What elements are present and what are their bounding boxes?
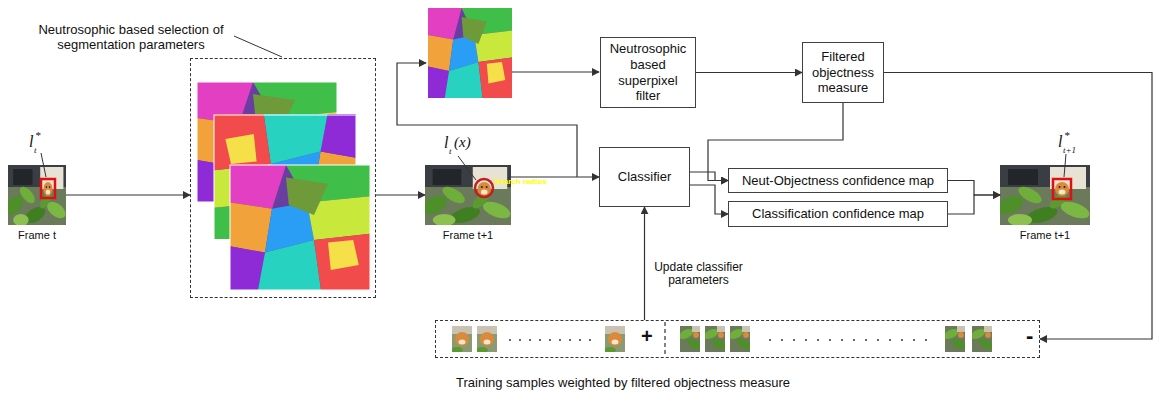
segmentation-image	[428, 8, 512, 98]
math-symbol: t+1	[1063, 145, 1076, 155]
math-symbol: l	[29, 133, 33, 151]
video-frame	[994, 165, 1092, 226]
flow-arrow	[696, 72, 802, 73]
process-box: Classification confidence map	[728, 201, 948, 227]
caption: Frame t	[0, 229, 86, 241]
sign-label: +	[641, 325, 653, 348]
box-label: Classifier	[614, 169, 675, 185]
sample-thumbnails	[451, 322, 995, 357]
branch-line	[397, 63, 577, 177]
flow-arrow	[948, 181, 1000, 196]
math-symbol: *	[1064, 129, 1070, 141]
overlay-text: Search radius	[494, 177, 547, 186]
math-symbol: t	[449, 146, 452, 156]
caption: Frame t+1	[405, 229, 531, 241]
flow-arrow	[512, 71, 599, 72]
search-circle	[475, 179, 493, 197]
flow-arrow	[948, 195, 1000, 214]
video-frame: Frame t	[8, 165, 66, 225]
flow-arrow	[376, 194, 425, 195]
math-symbol: (x)	[454, 134, 471, 151]
process-box: Classifier	[599, 147, 690, 207]
caption: Neutrosophic based selection of segmenta…	[36, 23, 226, 53]
video-frame: Frame t+1	[425, 165, 511, 225]
flow-arrow	[644, 207, 645, 320]
segmentation-group: Neutrosophic based selection of segmenta…	[190, 58, 376, 298]
process-box: Filtered objectness measure	[802, 42, 884, 103]
target-box	[1053, 179, 1071, 199]
video-frame: Frame t+1	[1000, 165, 1090, 225]
box-label: Filtered objectness measure	[803, 49, 883, 96]
math-symbol: *	[35, 129, 41, 141]
caption: Frame t+1	[980, 229, 1110, 241]
flow-arrow	[66, 194, 190, 195]
training-samples: +-Training samples weighted by filtered …	[435, 320, 1040, 358]
box-label: Neut-Objectness confidence map	[738, 173, 938, 189]
leader-line	[234, 36, 282, 57]
video-frame	[419, 165, 512, 226]
segmentation-stack	[197, 82, 370, 290]
leader-line	[1064, 154, 1066, 177]
math-symbol: l	[444, 134, 448, 152]
leader-line	[458, 156, 476, 180]
sign-label: -	[1026, 323, 1033, 349]
leader-line	[41, 153, 46, 177]
target-box	[41, 179, 55, 198]
flow-arrow	[690, 172, 728, 181]
caption: Training samples weighted by filtered ob…	[456, 375, 790, 390]
flow-arrow	[690, 185, 728, 214]
process-box: Neut-Objectness confidence map	[728, 168, 948, 193]
process-box: Neutrosophic based superpixel filter	[600, 37, 696, 107]
box-label: Neutrosophic based superpixel filter	[601, 41, 695, 103]
box-label: Classification confidence map	[748, 206, 928, 222]
math-symbol: t	[34, 145, 37, 155]
edge-label: Update classifier parameters	[651, 260, 747, 290]
video-frame	[4, 165, 67, 226]
math-symbol: l	[1058, 133, 1062, 151]
